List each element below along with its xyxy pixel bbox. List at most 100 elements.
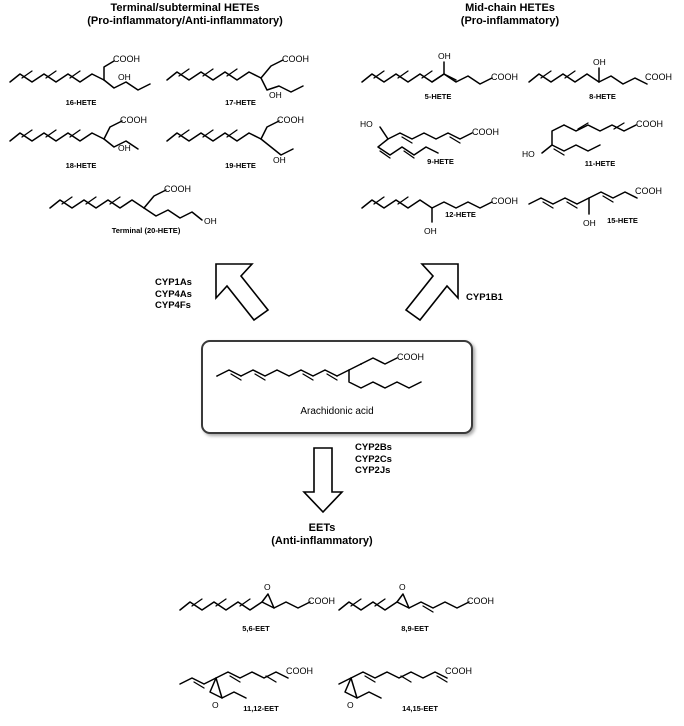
structure-14-15-eet-diagram: O COOH <box>338 666 472 710</box>
structure-5-hete-diagram: OH COOH <box>361 51 518 85</box>
cooh-label: COOH <box>472 127 499 137</box>
structure-17-hete-diagram: COOH OH <box>166 54 309 100</box>
left-column-header: Terminal/subterminal HETEs (Pro-inflamma… <box>60 2 310 28</box>
oh-label: OH <box>438 51 451 61</box>
oh-label: OH <box>424 226 437 236</box>
structure-11-12-eet-diagram: O COOH <box>179 666 313 710</box>
oh-label: OH <box>273 155 286 165</box>
enzyme-group-left: CYP1As CYP4As CYP4Fs <box>155 277 192 312</box>
cooh-label: COOH <box>113 54 140 64</box>
left-column-title: Terminal/subterminal HETEs <box>110 2 260 14</box>
arrow-right-up <box>398 258 466 336</box>
cooh-label: COOH <box>120 115 147 125</box>
structure-label: 11-HETE <box>584 159 616 168</box>
enzyme-label: CYP2Js <box>355 465 391 476</box>
ho-label: HO <box>360 119 373 129</box>
structure-5-hete: OH COOH 5-HETE <box>358 46 518 101</box>
structure-terminal-20-hete-diagram: COOH OH <box>49 184 217 226</box>
arrow-left-up-shape <box>215 263 270 322</box>
eet-header: EETs (Anti-inflammatory) <box>232 522 412 548</box>
structure-14-15-eet: O COOH 14,15-EET <box>335 658 495 713</box>
eet-subtitle: (Anti-inflammatory) <box>271 535 373 547</box>
structure-5-6-eet: O COOH 5,6-EET <box>176 578 336 633</box>
eet-title: EETs <box>308 522 336 534</box>
structure-8-hete-diagram: OH COOH <box>528 57 672 85</box>
enzyme-label: CYP1As <box>155 277 192 288</box>
structure-label: Terminal (20-HETE) <box>111 226 181 235</box>
structure-label: 18-HETE <box>65 161 97 170</box>
arachidonic-acid-diagram: COOH <box>216 352 424 389</box>
cooh-label: COOH <box>491 196 518 206</box>
structure-label: 8-HETE <box>589 92 616 101</box>
structure-5-6-eet-diagram: O COOH <box>179 582 335 611</box>
enzyme-label: CYP2Cs <box>355 453 392 465</box>
enzyme-group-bottom: CYP2Bs CYP2Cs CYP2Js <box>355 442 392 477</box>
enzyme-label: CYP1B1 <box>466 292 503 303</box>
structure-label: 16-HETE <box>65 98 97 107</box>
right-column-header: Mid-chain HETEs (Pro-inflammatory) <box>400 2 620 28</box>
oh-label: OH <box>593 57 606 67</box>
structure-18-hete: COOH OH 18-HETE <box>6 115 156 170</box>
epoxide-o-label: O <box>212 700 219 710</box>
structure-11-12-eet: O COOH 11,12-EET <box>176 658 336 713</box>
oh-label: OH <box>204 216 217 226</box>
structure-11-hete: HO COOH 11-HETE <box>520 113 680 168</box>
right-column-title: Mid-chain HETEs <box>465 2 555 14</box>
structure-label: 17-HETE <box>225 98 256 107</box>
oh-label: OH <box>583 218 596 228</box>
structure-8-9-eet: O COOH 8,9-EET <box>335 578 495 633</box>
structure-11-hete-diagram: HO COOH <box>522 119 663 159</box>
structure-label: 8,9-EET <box>401 624 429 633</box>
structure-9-hete: HO COOH 9-HETE <box>358 113 523 166</box>
cooh-label: COOH <box>286 666 313 676</box>
epoxide-o-label: O <box>399 582 406 592</box>
arachidonic-acid-caption: Arachidonic acid <box>300 406 374 417</box>
enzyme-label: CYP4As <box>155 288 192 300</box>
cooh-label: COOH <box>636 119 663 129</box>
structure-16-hete-diagram: COOH OH <box>9 54 151 91</box>
arrow-down <box>302 446 344 516</box>
structure-label: 9-HETE <box>427 157 454 166</box>
structure-9-hete-diagram: HO COOH <box>360 119 499 159</box>
structure-15-hete-diagram: OH COOH <box>528 186 662 228</box>
epoxide-o-label: O <box>347 700 354 710</box>
left-column-subtitle: (Pro-inflammatory/Anti-inflammatory) <box>87 15 283 27</box>
structure-19-hete-diagram: COOH OH <box>166 115 304 165</box>
cooh-label: COOH <box>645 72 672 82</box>
structure-label: 11,12-EET <box>243 704 279 713</box>
cooh-label: COOH <box>491 72 518 82</box>
cooh-label: COOH <box>397 352 424 362</box>
structure-18-hete-diagram: COOH OH <box>9 115 147 153</box>
structure-19-hete: COOH OH 19-HETE <box>163 115 318 170</box>
structure-label: 5,6-EET <box>242 624 270 633</box>
cooh-label: COOH <box>282 54 309 64</box>
oh-label: OH <box>118 72 131 82</box>
structure-17-hete: COOH OH 17-HETE <box>163 52 318 107</box>
oh-label: OH <box>269 90 282 100</box>
structure-12-hete-diagram: OH COOH <box>361 196 518 236</box>
cooh-label: COOH <box>467 596 494 606</box>
cooh-label: COOH <box>635 186 662 196</box>
structure-terminal-20-hete: COOH OH Terminal (20-HETE) <box>46 182 246 235</box>
structure-12-hete: OH COOH 12-HETE <box>358 182 523 236</box>
structure-15-hete: OH COOH 15-HETE <box>525 182 680 228</box>
oh-label: OH <box>118 143 131 153</box>
enzyme-group-right: CYP1B1 <box>466 292 503 304</box>
ho-label: HO <box>522 149 535 159</box>
cooh-label: COOH <box>445 666 472 676</box>
arachidonic-acid-box: COOH Arachidonic acid <box>201 340 473 434</box>
cooh-label: COOH <box>308 596 335 606</box>
cooh-label: COOH <box>164 184 191 194</box>
epoxide-o-label: O <box>264 582 271 592</box>
structure-label: 15-HETE <box>607 216 638 225</box>
enzyme-label: CYP4Fs <box>155 300 191 311</box>
structure-8-hete: OH COOH 8-HETE <box>525 46 680 101</box>
structure-8-9-eet-diagram: O COOH <box>338 582 494 613</box>
right-column-subtitle: (Pro-inflammatory) <box>460 15 560 27</box>
arrow-left-up <box>208 258 276 336</box>
arrow-down-shape <box>302 447 344 514</box>
structure-label: 5-HETE <box>424 92 452 101</box>
cooh-label: COOH <box>277 115 304 125</box>
structure-label: 12-HETE <box>445 210 476 219</box>
structure-16-hete: COOH OH 16-HETE <box>6 52 156 107</box>
